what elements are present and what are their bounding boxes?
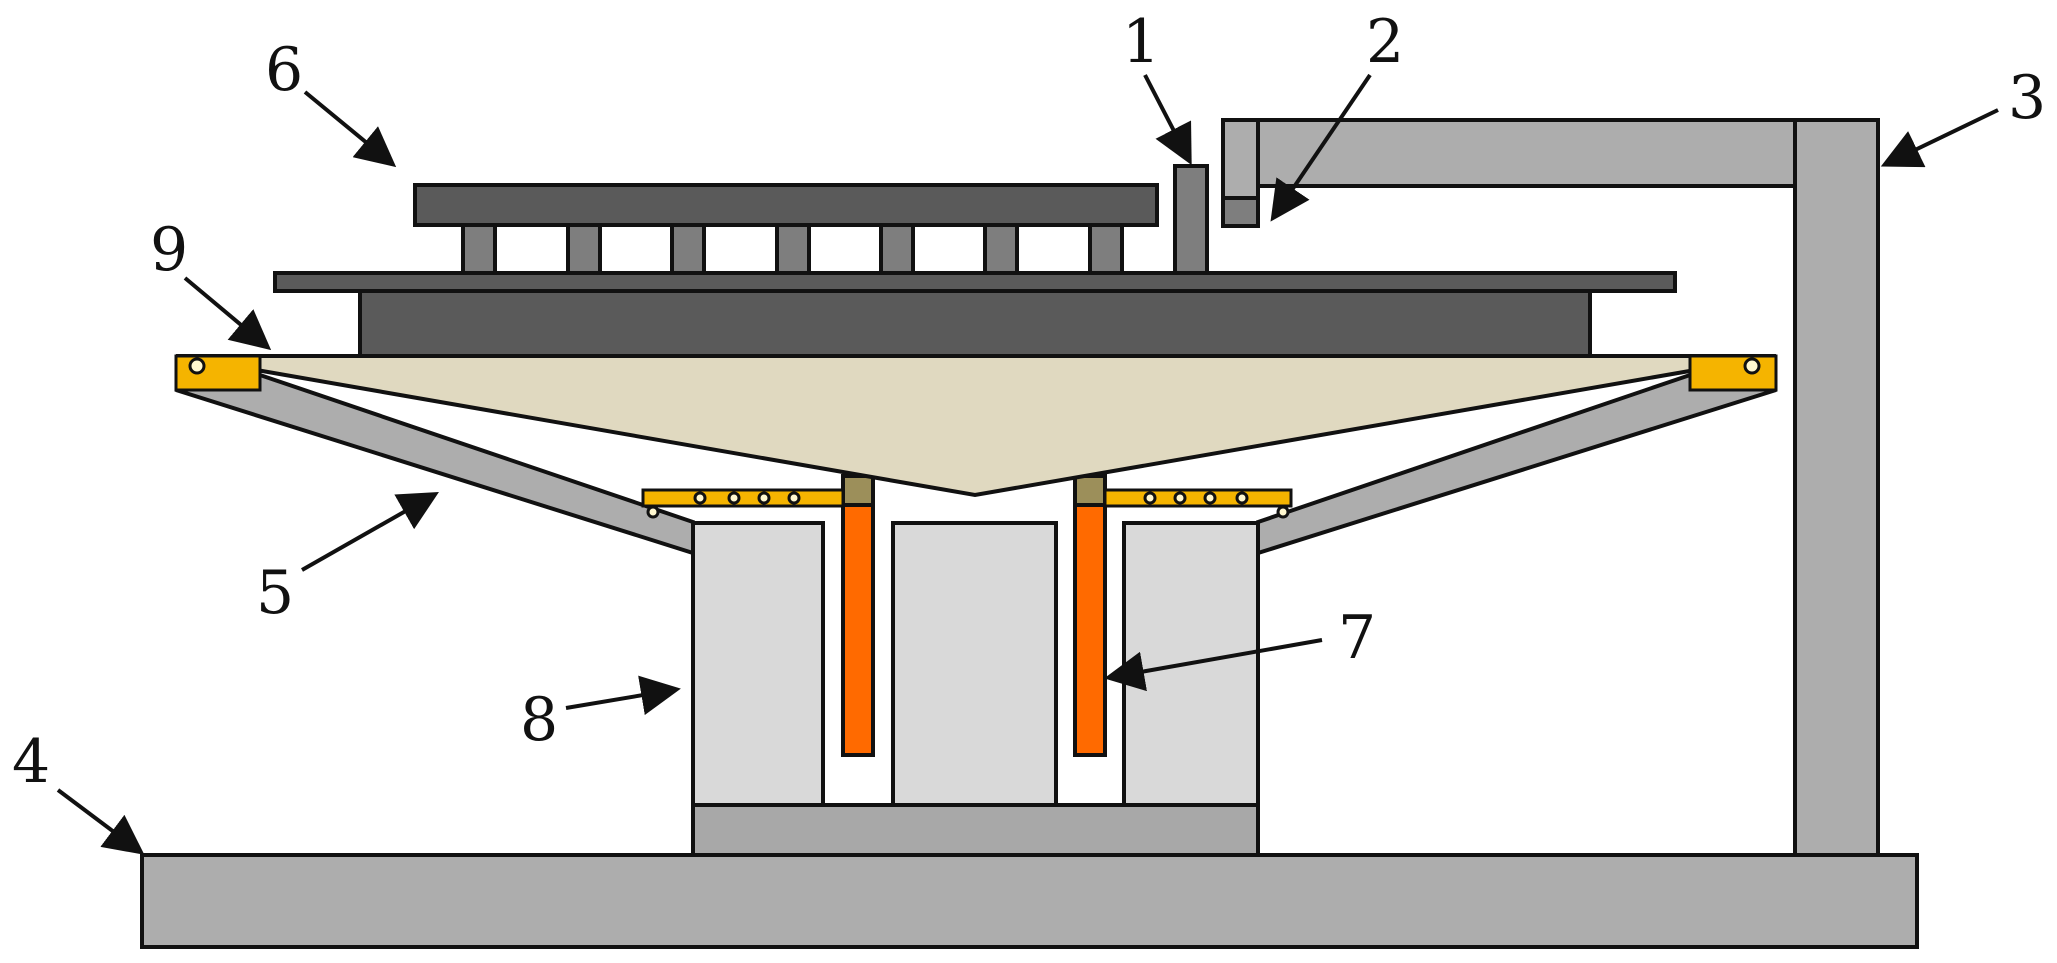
callout-2-label: 2 (1366, 7, 1404, 77)
coil-left (841, 503, 875, 757)
spider-bar-left (641, 488, 845, 508)
spider-bar-left-rivets (646, 491, 801, 519)
callout-1-label: 1 (1122, 7, 1160, 77)
callout-7-arrow (1104, 638, 1323, 692)
core-block-left (691, 521, 825, 807)
core-block-center (891, 521, 1058, 807)
top-plate (413, 183, 1159, 227)
edge-hinge-left-pin (188, 357, 206, 375)
callout-9-label: 9 (150, 215, 188, 285)
edge-hinge-left (174, 354, 262, 392)
callout-8-arrow (565, 675, 681, 716)
spider-bar-right (1103, 488, 1293, 508)
callout-6-arrow (303, 90, 397, 168)
coil-right (1073, 503, 1107, 757)
callout-6-label: 6 (265, 35, 303, 105)
core-base (691, 803, 1260, 857)
callout-7-label: 7 (1338, 603, 1376, 673)
callout-5-arrow (301, 492, 439, 572)
callout-9-arrow (183, 276, 272, 351)
coil-former-right (1073, 474, 1107, 507)
callout-3-arrow (1880, 108, 1999, 168)
sensor-tip (1221, 196, 1260, 228)
edge-hinge-right (1688, 354, 1778, 392)
arm-end-cap (1221, 118, 1260, 200)
callout-2-arrow (1270, 73, 1372, 222)
platform-posts (461, 223, 1124, 275)
base-plate (140, 853, 1919, 949)
callout-4-label: 4 (12, 727, 50, 797)
callout-4-arrow (56, 788, 145, 855)
frame-post (1793, 118, 1880, 857)
middle-plate (273, 271, 1677, 293)
callout-8-label: 8 (520, 685, 558, 755)
measurement-target (1173, 164, 1209, 275)
callout-3-label: 3 (2008, 63, 2046, 133)
callout-5-label: 5 (256, 558, 294, 628)
spider-bar-right-rivets (1143, 491, 1290, 519)
lower-platform (358, 289, 1592, 358)
callout-1-arrow (1143, 74, 1192, 166)
frame-arm (1221, 118, 1797, 188)
coil-former-left (841, 474, 875, 507)
edge-hinge-right-pin (1743, 357, 1761, 375)
